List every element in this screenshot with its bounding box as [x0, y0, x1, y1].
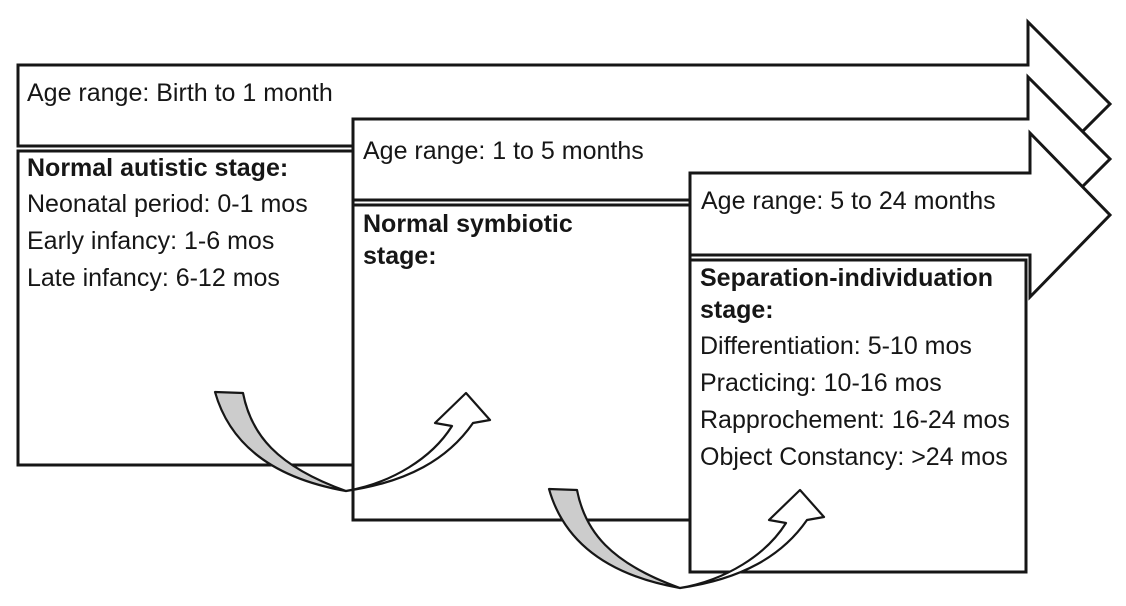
- age-range-label-3: Age range: 5 to 24 months: [701, 187, 996, 215]
- stage-1-title: Normal autistic stage:: [27, 154, 289, 182]
- stage-1-substages: Neonatal period: 0-1 mos Early infancy: …: [27, 186, 349, 297]
- substage-line: Rapprochement: 16-24 mos: [700, 406, 1010, 434]
- stage-box-3: [688, 258, 1028, 574]
- transition-arrow-2: [547, 487, 826, 590]
- substage-line: Practicing: 10-16 mos: [700, 369, 942, 397]
- age-range-label-1: Age range: Birth to 1 month: [27, 79, 333, 107]
- transition-arrowhead-1: [344, 391, 492, 493]
- stage-box-1: [16, 149, 355, 467]
- substage-line: Differentiation: 5-10 mos: [700, 332, 972, 360]
- stage-2-text: Normal symbiotic stage:: [363, 208, 675, 272]
- stage-3-text: Separation-individuation stage: Differen…: [700, 262, 1023, 476]
- substage-line: Early infancy: 1-6 mos: [27, 227, 275, 255]
- transition-arrow-1: [213, 390, 492, 493]
- substage-line: Late infancy: 6-12 mos: [27, 264, 280, 292]
- substage-line: Neonatal period: 0-1 mos: [27, 190, 308, 218]
- age-band-arrow-3: [688, 129, 1113, 301]
- age-range-label-2: Age range: 1 to 5 months: [363, 137, 644, 165]
- stage-1-text: Normal autistic stage: Neonatal period: …: [27, 152, 349, 297]
- stage-3-title: Separation-individuation stage:: [700, 264, 994, 324]
- stage-2-title: Normal symbiotic stage:: [363, 210, 573, 270]
- substage-line: Object Constancy: >24 mos: [700, 443, 1008, 471]
- transition-arrowhead-2: [678, 488, 826, 590]
- stage-3-substages: Differentiation: 5-10 mos Practicing: 10…: [700, 328, 1023, 476]
